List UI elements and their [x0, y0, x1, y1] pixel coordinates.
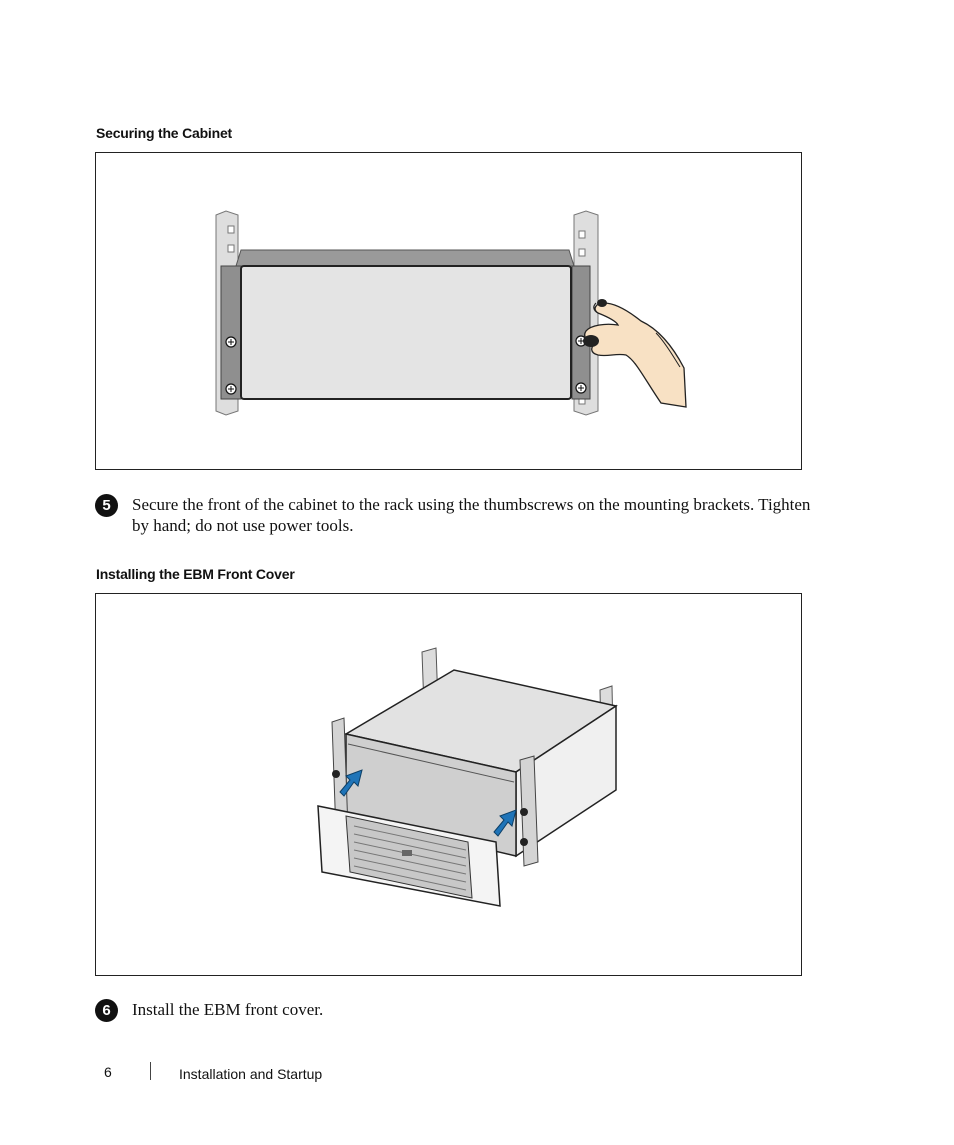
step-number-badge: 5: [95, 494, 118, 517]
step-6-text: Install the EBM front cover.: [132, 1000, 324, 1019]
footer-separator: [150, 1062, 151, 1080]
section-heading-ebm-front-cover: Installing the EBM Front Cover: [96, 566, 295, 582]
arrow-icon: [339, 769, 517, 837]
page-number: 6: [104, 1064, 112, 1080]
ebm-cover-illustration: [317, 647, 618, 907]
cabinet-front-panel: [240, 265, 572, 400]
step-5-text: Secure the front of the cabinet to the r…: [132, 495, 811, 535]
cabinet-top: [235, 249, 575, 267]
cabinet-rack-illustration: [215, 210, 687, 416]
ebm-front-cover: [317, 805, 501, 907]
section-heading-securing-cabinet: Securing the Cabinet: [96, 125, 233, 141]
left-mounting-bracket: [220, 265, 242, 400]
step-number-badge: 6: [95, 999, 118, 1022]
step-6: 6 Install the EBM front cover.: [95, 999, 822, 1022]
figure-securing-cabinet: [95, 152, 802, 470]
logo-badge-icon: [402, 850, 412, 856]
mounting-screw-icon: [332, 770, 528, 846]
figure-ebm-front-cover: [95, 593, 802, 976]
step-5: 5 Secure the front of the cabinet to the…: [95, 494, 822, 536]
footer-section-name: Installation and Startup: [179, 1066, 323, 1082]
hand-icon: [583, 299, 687, 408]
